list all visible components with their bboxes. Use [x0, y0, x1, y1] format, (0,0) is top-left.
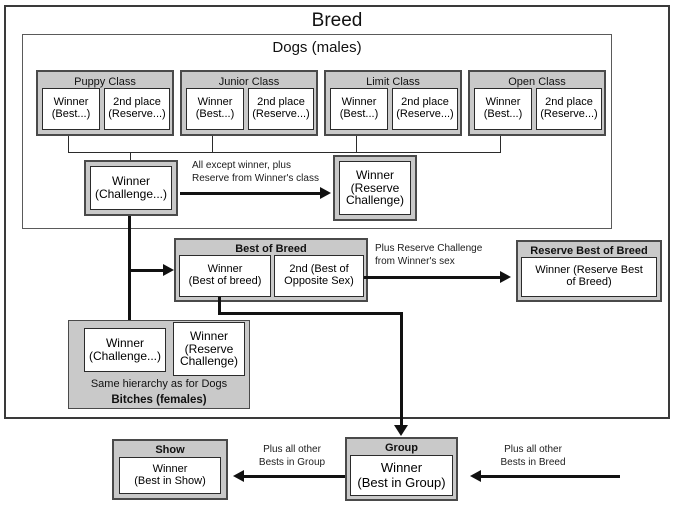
path-bob-to-group-horizontal [218, 312, 403, 315]
reserve-best-of-breed-note-line1: Plus Reserve Challenge [375, 243, 483, 254]
class-winner-limit-line1: Winner [341, 96, 377, 109]
arrow-breed-to-group-head [470, 470, 481, 482]
bitches-reserve-challenge-line1: Winner [189, 328, 228, 343]
class-winner-limit: Winner (Best...) [330, 88, 388, 130]
show-header: Show [155, 444, 185, 456]
connector-puppy-stem [68, 136, 69, 153]
show-winner: Winner (Best in Show) [119, 457, 221, 494]
group-header: Group [385, 442, 418, 454]
class-winner-open-line1: Winner [485, 96, 521, 109]
bitches-section-title: Bitches (females) [68, 393, 250, 408]
dogs-reserve-challenge-line3: Challenge) [345, 193, 405, 208]
group-winner: Winner (Best in Group) [350, 455, 453, 496]
breed-to-group-note-line2: Bests in Breed [500, 456, 566, 468]
class-second-open-line2: (Reserve...) [540, 108, 598, 120]
best-of-breed-header: Best of Breed [235, 243, 307, 255]
show-winner-line1: Winner [152, 462, 188, 475]
class-winner-limit-line2: (Best...) [339, 108, 379, 120]
best-of-breed-second: 2nd (Best of Opposite Sex) [274, 255, 364, 297]
class-second-puppy: 2nd place (Reserve...) [104, 88, 170, 130]
dogs-reserve-challenge-winner: Winner (Reserve Challenge) [339, 161, 411, 215]
bitches-challenge-winner-line1: Winner [105, 336, 144, 351]
class-title-junior: Junior Class [218, 76, 280, 88]
path-bob-to-group-stem [218, 297, 221, 314]
arrow-group-to-show-head [233, 470, 244, 482]
class-winner-junior: Winner (Best...) [186, 88, 244, 130]
reserve-best-of-breed-winner-line2: of Breed) [566, 276, 612, 288]
best-of-breed-winner-line2: (Best of breed) [188, 275, 262, 287]
group-to-show-note-line2: Bests in Group [258, 456, 326, 468]
class-winner-junior-line2: (Best...) [195, 108, 235, 120]
best-of-breed-second-line2: Opposite Sex) [284, 275, 354, 287]
reserve-best-of-breed-note-line2: from Winner's sex [375, 255, 455, 267]
arrow-into-best-of-breed [163, 264, 174, 276]
dogs-section-title: Dogs (males) [272, 39, 362, 56]
breed-to-group-note: Plus all other Bests in Breed [478, 444, 588, 469]
class-second-open-line1: 2nd place [545, 96, 593, 109]
group-winner-line1: Winner [380, 460, 423, 476]
class-title-puppy: Puppy Class [74, 76, 136, 88]
class-second-open: 2nd place (Reserve...) [536, 88, 602, 130]
reserve-best-of-breed-winner-line1: Winner (Reserve Best [535, 264, 643, 277]
trunk-branch-to-best-of-breed [128, 269, 166, 272]
class-title-open: Open Class [508, 76, 566, 88]
class-winner-open: Winner (Best...) [474, 88, 532, 130]
page-title: Breed [311, 10, 363, 31]
challenge-to-reserve-note: All except winner, plus Reserve from Win… [192, 160, 352, 185]
connector-junior-stem [212, 136, 213, 153]
group-winner-line2: (Best in Group) [357, 474, 446, 490]
dogs-challenge-winner: Winner (Challenge...) [90, 166, 172, 210]
reserve-best-of-breed-winner: Winner (Reserve Best of Breed) [521, 257, 657, 297]
bitches-challenge-winner-line2: (Challenge...) [88, 349, 162, 363]
arrow-to-reserve-best-of-breed-shaft [364, 276, 501, 279]
bitches-section-title-text: Bitches (females) [111, 394, 207, 406]
bitches-challenge-winner: Winner (Challenge...) [84, 328, 166, 372]
class-second-limit: 2nd place (Reserve...) [392, 88, 458, 130]
arrow-group-to-show-shaft [244, 475, 345, 478]
breed-to-group-note-line1: Plus all other [504, 444, 562, 455]
connector-classes-busbar [68, 152, 501, 153]
dogs-challenge-winner-line1: Winner [111, 174, 150, 189]
group-to-show-note-line1: Plus all other [263, 444, 321, 455]
arrow-to-reserve-best-of-breed-head [500, 271, 511, 283]
bitches-footnote: Same hierarchy as for Dogs [90, 378, 228, 390]
class-second-puppy-line2: (Reserve...) [108, 108, 166, 120]
challenge-to-reserve-note-line2: Reserve from Winner's class [192, 172, 319, 184]
best-of-breed-winner-line1: Winner [207, 263, 243, 276]
dogs-challenge-winner-line2: (Challenge...) [94, 187, 168, 201]
connector-open-stem [500, 136, 501, 153]
show-winner-line2: (Best in Show) [134, 474, 206, 487]
class-winner-open-line2: (Best...) [483, 108, 523, 120]
connector-limit-stem [356, 136, 357, 153]
bitches-reserve-challenge-line3: Challenge) [179, 354, 239, 369]
group-to-show-note: Plus all other Bests in Group [239, 444, 345, 469]
class-title-limit: Limit Class [366, 76, 420, 88]
dogs-reserve-challenge-line2: (Reserve [350, 180, 400, 195]
bitches-reserve-challenge-line2: (Reserve [184, 341, 234, 356]
class-second-puppy-line1: 2nd place [113, 96, 161, 109]
class-second-limit-line1: 2nd place [401, 96, 449, 109]
class-second-limit-line2: (Reserve...) [396, 108, 454, 120]
best-of-breed-second-line1: 2nd (Best of [289, 263, 349, 276]
arrow-into-group [394, 425, 408, 436]
reserve-best-of-breed-note: Plus Reserve Challenge from Winner's sex [375, 243, 525, 268]
path-bob-to-group-down [400, 312, 403, 426]
class-second-junior: 2nd place (Reserve...) [248, 88, 314, 130]
class-winner-junior-line1: Winner [197, 96, 233, 109]
best-of-breed-winner: Winner (Best of breed) [179, 255, 271, 297]
class-winner-puppy: Winner (Best...) [42, 88, 100, 130]
connector-busbar-to-challenge [130, 152, 131, 161]
class-second-junior-line1: 2nd place [257, 96, 305, 109]
arrow-challenge-to-reserve-head [320, 187, 331, 199]
arrow-breed-to-group-shaft [481, 475, 620, 478]
class-winner-puppy-line2: (Best...) [51, 108, 91, 120]
challenge-to-reserve-note-line1: All except winner, plus [192, 160, 291, 171]
arrow-challenge-to-reserve-shaft [180, 192, 320, 195]
dogs-reserve-challenge-line1: Winner [355, 167, 394, 182]
class-second-junior-line2: (Reserve...) [252, 108, 310, 120]
reserve-best-of-breed-header: Reserve Best of Breed [530, 245, 648, 257]
class-winner-puppy-line1: Winner [53, 96, 89, 109]
bitches-reserve-challenge-winner: Winner (Reserve Challenge) [173, 322, 245, 376]
